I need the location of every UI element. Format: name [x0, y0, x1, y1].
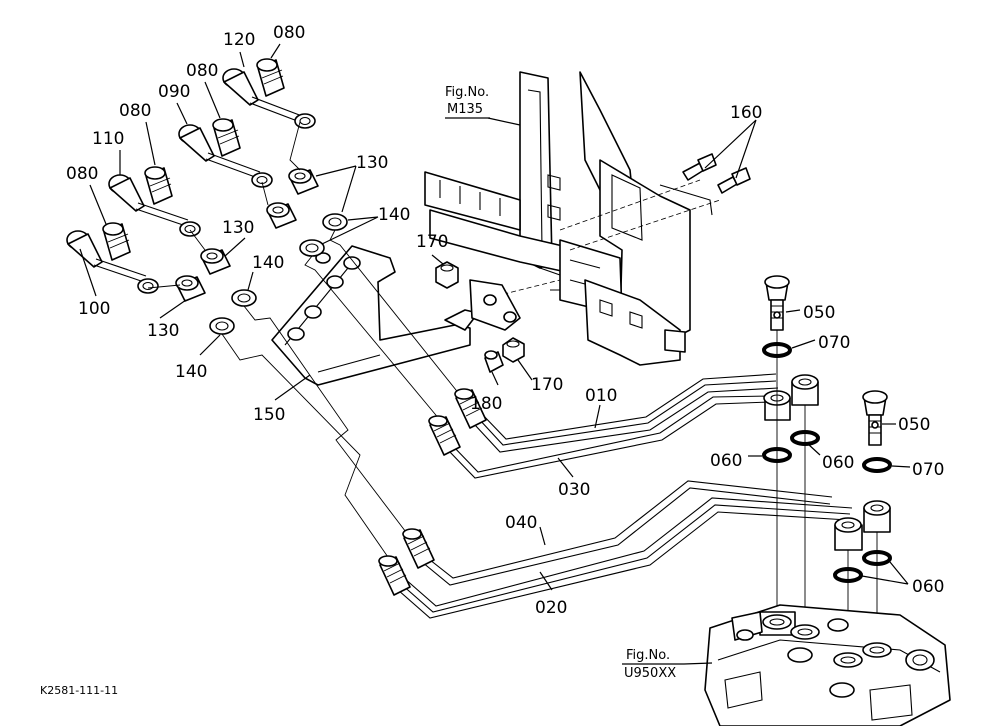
label-140-a: 140	[378, 205, 410, 225]
joint-090-group	[178, 118, 273, 188]
pipe-fitting-020	[378, 555, 411, 596]
label-150: 150	[253, 405, 285, 425]
pipe-fitting-040	[402, 528, 435, 569]
joint-120-group	[222, 58, 316, 129]
label-090: 090	[158, 82, 190, 102]
label-170-a: 170	[416, 232, 448, 252]
label-100: 100	[78, 299, 110, 319]
label-080-c: 080	[119, 101, 151, 121]
washer-140-c	[231, 289, 257, 307]
label-080-b: 080	[186, 61, 218, 81]
label-120: 120	[223, 30, 255, 50]
washer-140-a	[322, 213, 348, 231]
joint-110-group	[108, 166, 201, 237]
control-frame-drawing	[424, 71, 721, 366]
label-130-a: 130	[356, 153, 388, 173]
label-140-c: 140	[175, 362, 207, 382]
bracket-150	[271, 245, 521, 386]
label-160: 160	[730, 103, 762, 123]
label-010: 010	[585, 386, 617, 406]
collar-180	[484, 350, 504, 373]
pipe-040	[421, 480, 833, 586]
assembly-lines-upper	[147, 121, 461, 561]
label-140-b: 140	[252, 253, 284, 273]
spacer-130-a	[288, 168, 319, 195]
pipe-fitting-010	[454, 388, 487, 429]
label-130-c: 130	[147, 321, 179, 341]
label-180: 180	[470, 394, 502, 414]
fig-u950-title: Fig.No.	[626, 648, 670, 663]
label-060-c: 060	[912, 577, 944, 597]
label-050-a: 050	[803, 303, 835, 323]
pipe-sleeve-020	[863, 500, 891, 533]
label-060-a: 060	[710, 451, 742, 471]
figure-reference-u950xx: Fig.No. U950XX	[622, 648, 684, 681]
spacer-130-b	[266, 202, 297, 229]
label-050-b: 050	[898, 415, 930, 435]
banjo-bolt-050-lower	[862, 390, 888, 446]
fig-m135-code: M135	[447, 102, 483, 117]
spacer-130-c	[200, 248, 231, 275]
drawing-code: K2581-111-11	[40, 684, 118, 697]
banjo-bolt-050-upper	[764, 275, 790, 331]
leader-lines	[79, 43, 911, 665]
label-110: 110	[92, 129, 124, 149]
joint-100-group	[66, 222, 159, 294]
washer-140-d	[209, 317, 235, 335]
fig-m135-title: Fig.No.	[445, 85, 489, 100]
label-080-a: 080	[273, 23, 305, 43]
pipe-sleeve-040	[834, 517, 863, 551]
nut-170-upper	[435, 261, 459, 289]
control-valve-drawing	[704, 604, 951, 726]
washer-140-b	[299, 239, 325, 257]
part-labels: 120 080 080 090 080 110 080 100 130 140 …	[66, 23, 944, 618]
o-ring-070-lower	[862, 457, 892, 473]
pipe-fitting-030	[428, 415, 461, 456]
bolt-160-a	[682, 153, 717, 181]
pipe-sleeve-030	[791, 374, 819, 406]
pipe-sleeve-010	[763, 390, 791, 421]
label-170-b: 170	[531, 375, 563, 395]
pipe-010	[474, 373, 779, 453]
figure-reference-m135: Fig.No. M135	[445, 85, 490, 119]
label-030: 030	[558, 480, 590, 500]
label-130-b: 130	[222, 218, 254, 238]
spacer-130-d	[175, 275, 206, 302]
label-080-d: 080	[66, 164, 98, 184]
bolt-160-b	[717, 167, 751, 194]
label-070-b: 070	[912, 460, 944, 480]
label-060-b: 060	[822, 453, 854, 473]
pipe-030	[447, 395, 771, 479]
label-070-a: 070	[818, 333, 850, 353]
label-020: 020	[535, 598, 567, 618]
label-040: 040	[505, 513, 537, 533]
nut-170-lower	[502, 337, 525, 363]
pipe-020	[397, 497, 853, 619]
fig-u950-code: U950XX	[624, 666, 676, 681]
